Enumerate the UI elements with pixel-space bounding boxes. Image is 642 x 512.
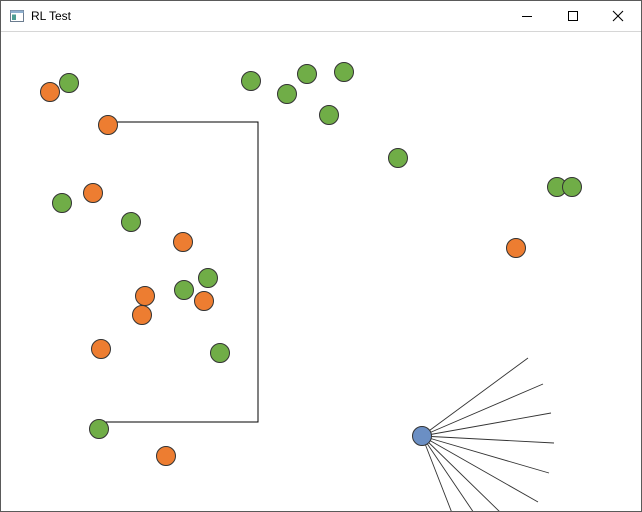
green-item	[562, 177, 582, 197]
orange-item	[91, 339, 111, 359]
sensor-ray	[421, 435, 555, 444]
close-button[interactable]	[595, 1, 641, 31]
sensor-ray	[421, 435, 550, 474]
sensor-ray	[421, 412, 552, 437]
orange-item	[506, 238, 526, 258]
sensor-ray	[421, 435, 452, 511]
orange-item	[156, 446, 176, 466]
green-item	[52, 193, 72, 213]
green-item	[297, 64, 317, 84]
orange-item	[83, 183, 103, 203]
window-title: RL Test	[31, 9, 72, 23]
maximize-button[interactable]	[550, 1, 596, 31]
orange-item	[132, 305, 152, 325]
green-item	[89, 419, 109, 439]
green-item	[241, 71, 261, 91]
green-item	[319, 105, 339, 125]
close-icon	[612, 10, 624, 22]
orange-item	[135, 286, 155, 306]
sensor-ray	[421, 435, 500, 511]
minimize-button[interactable]	[504, 1, 550, 31]
orange-item	[173, 232, 193, 252]
sensor-ray	[421, 383, 544, 437]
title-bar[interactable]: RL Test	[1, 1, 641, 32]
green-item	[59, 73, 79, 93]
orange-item	[194, 291, 214, 311]
maximize-icon	[568, 11, 578, 21]
green-item	[388, 148, 408, 168]
minimize-icon	[522, 16, 532, 17]
green-item	[210, 343, 230, 363]
sensor-ray	[421, 435, 474, 511]
green-item	[198, 268, 218, 288]
green-item	[277, 84, 297, 104]
green-item	[174, 280, 194, 300]
orange-item	[40, 82, 60, 102]
simulation-canvas	[40, 62, 582, 511]
app-window-icon	[10, 9, 24, 22]
sensor-ray	[421, 357, 529, 437]
wall-boundary	[98, 121, 259, 423]
sensor-ray	[421, 435, 539, 503]
orange-item	[98, 115, 118, 135]
green-item	[334, 62, 354, 82]
items-layer	[40, 62, 582, 466]
green-item	[121, 212, 141, 232]
agent-sensor-rays	[421, 357, 555, 511]
agent	[412, 426, 432, 446]
